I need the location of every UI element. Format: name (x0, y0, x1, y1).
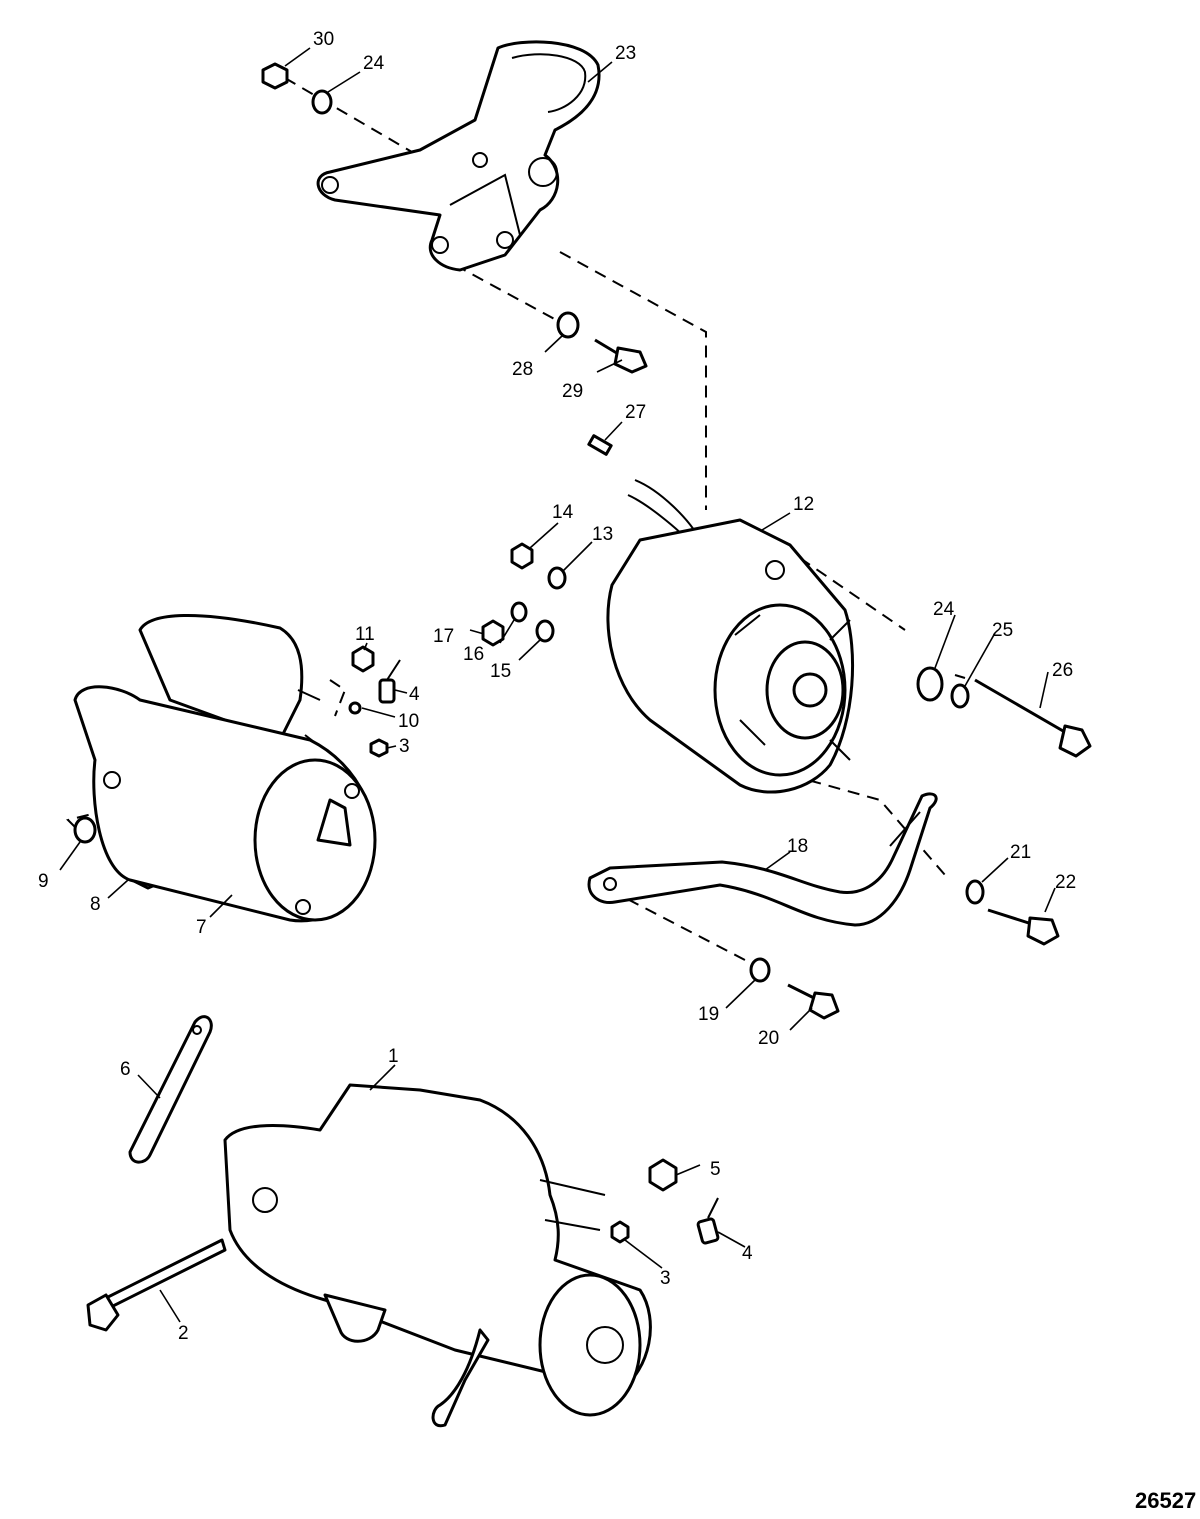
callout-9: 9 (38, 871, 49, 892)
part-29-bolt (594, 338, 648, 374)
part-15-washer (535, 619, 555, 643)
callout-12: 12 (793, 494, 814, 515)
callout-4-lower: 4 (742, 1243, 753, 1264)
part-5-nut (648, 1158, 678, 1192)
callout-labels: 30 24 23 28 29 27 12 14 13 17 16 15 11 4… (38, 29, 1076, 1344)
part-3-nut-lower (610, 1220, 630, 1244)
callout-21: 21 (1010, 842, 1031, 863)
callout-13: 13 (592, 524, 613, 545)
part-22-bolt (987, 908, 1060, 946)
part-2-long-bolt (86, 1238, 227, 1332)
callout-24-right: 24 (933, 599, 955, 620)
part-25-washer (950, 683, 970, 709)
callout-1: 1 (388, 1046, 399, 1067)
figure-number: 26527 (1135, 1488, 1196, 1513)
part-21-washer (965, 879, 985, 905)
callout-30: 30 (313, 29, 334, 50)
part-24-washer-top (311, 89, 333, 115)
callout-29: 29 (562, 381, 583, 402)
part-20-bolt (787, 983, 840, 1020)
callout-22: 22 (1055, 872, 1076, 893)
part-16-washer (510, 601, 528, 623)
part-3-nut-upper (369, 738, 389, 758)
part-12-alternator (606, 479, 855, 794)
callout-10: 10 (398, 711, 419, 732)
part-13-washer (547, 566, 567, 590)
callout-24-top: 24 (363, 53, 385, 74)
part-28-washer (556, 311, 580, 339)
callout-20: 20 (758, 1028, 779, 1049)
callout-3-lower: 3 (660, 1268, 671, 1289)
callout-11: 11 (355, 624, 375, 645)
callout-19: 19 (698, 1004, 719, 1025)
callout-28: 28 (512, 359, 533, 380)
part-14-nut (510, 542, 534, 570)
part-18-adjusting-brace (587, 792, 938, 927)
part-1-starter-motor (223, 1083, 652, 1428)
part-9-washer (73, 816, 97, 844)
part-27-pin (587, 434, 613, 456)
leader-lines (59, 47, 1056, 1323)
part-19-washer (749, 957, 771, 983)
callout-23: 23 (615, 43, 636, 64)
callout-17: 17 (433, 626, 454, 647)
callout-5: 5 (710, 1159, 721, 1180)
part-23-mounting-bracket (316, 40, 601, 272)
part-6-strap (128, 1015, 213, 1164)
callout-3-upper: 3 (399, 736, 410, 757)
callout-15: 15 (490, 661, 511, 682)
part-26-long-bolt (974, 678, 1092, 758)
part-10-nut (348, 701, 362, 715)
callout-18: 18 (787, 836, 808, 857)
callout-14: 14 (552, 502, 574, 523)
callout-6: 6 (120, 1059, 131, 1080)
hardware-nuts-washers (73, 62, 1092, 1245)
callout-16: 16 (463, 644, 484, 665)
callout-2: 2 (178, 1323, 189, 1344)
callout-27: 27 (625, 402, 646, 423)
part-30-nut (261, 62, 289, 90)
part-17-nut (481, 619, 505, 647)
part-4-terminal-lower (696, 1197, 720, 1245)
part-24-spacer (916, 666, 944, 702)
callout-7: 7 (196, 917, 207, 938)
part-11-nut (351, 645, 375, 673)
callout-8: 8 (90, 894, 101, 915)
part-4-terminal-upper (378, 659, 401, 704)
callout-25: 25 (992, 620, 1013, 641)
callout-26: 26 (1052, 660, 1073, 681)
callout-4-upper: 4 (409, 684, 420, 705)
part-7-starter-motor (73, 613, 377, 923)
